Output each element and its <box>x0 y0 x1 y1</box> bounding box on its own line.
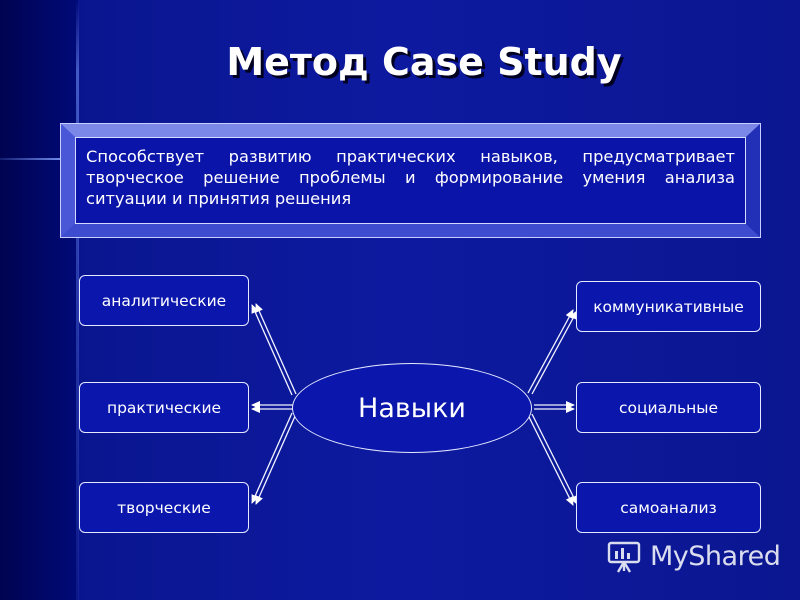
skill-communicative: коммуникативные <box>576 281 761 332</box>
skill-practical: практические <box>79 382 249 433</box>
center-skills-oval: Навыки <box>292 363 532 453</box>
presentation-board-icon <box>607 541 641 573</box>
decor-horizontal-line <box>0 158 70 160</box>
left-decor-strip <box>0 0 78 600</box>
description-frame: Способствует развитию практических навык… <box>60 123 761 238</box>
slide-title: Метод Case Study <box>226 40 622 84</box>
frame-bevel <box>61 124 760 237</box>
watermark: MyShared <box>606 536 786 576</box>
arrow-to-selfanalysis <box>527 414 574 506</box>
description-text: Способствует развитию практических навык… <box>75 137 746 224</box>
arrow-to-communicative <box>527 309 574 394</box>
skill-analytical: аналитические <box>79 275 249 326</box>
arrow-to-creative <box>251 412 293 504</box>
skill-creative: творческие <box>79 482 249 533</box>
skill-social: социальные <box>576 382 761 433</box>
decor-vertical-line <box>76 0 79 600</box>
arrow-to-analytical <box>251 304 293 396</box>
skill-selfanalysis: самоанализ <box>576 482 761 533</box>
watermark-text: MyShared <box>650 540 781 572</box>
